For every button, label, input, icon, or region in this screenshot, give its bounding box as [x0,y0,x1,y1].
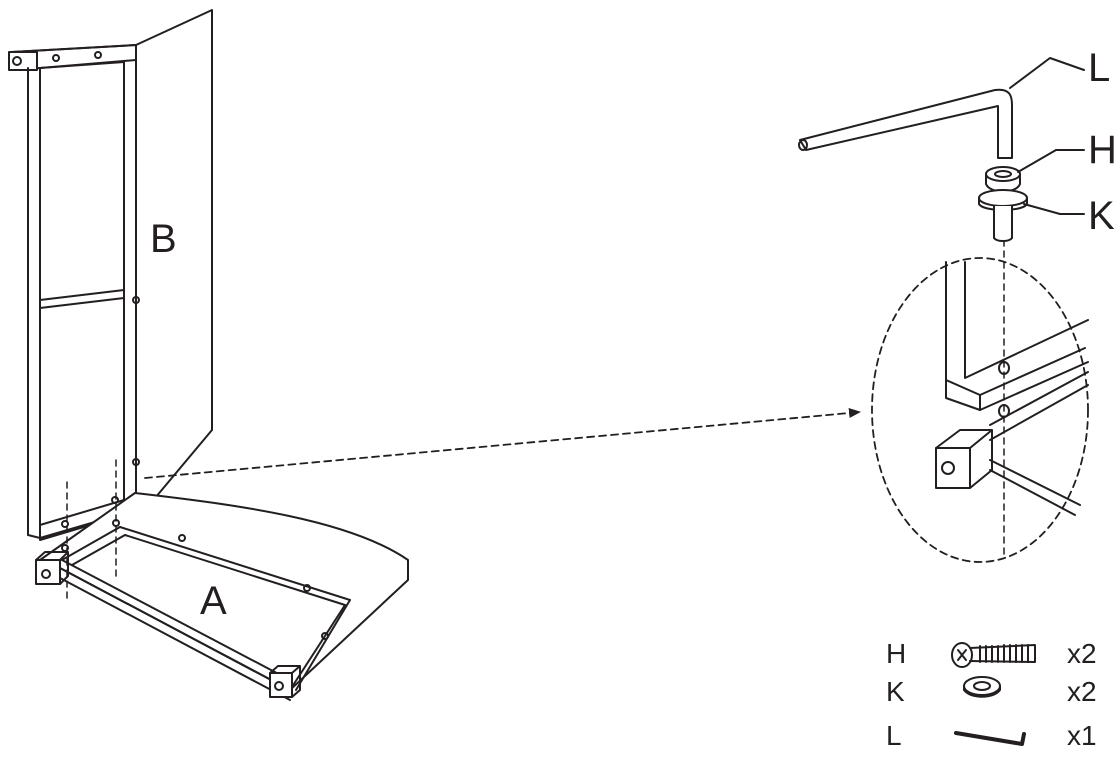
parts-list-qty: x2 [1067,676,1097,707]
parts-list-code: L [886,720,902,751]
panel-b-label: B [150,217,177,261]
parts-list-code: K [886,676,905,707]
detail-view [871,239,1089,563]
washer-icon [963,676,1001,698]
allen-key-icon [954,731,1026,746]
bolt-icon [951,642,1036,668]
parts-list-code: H [886,638,907,669]
parts-list-qty: x1 [1067,720,1097,751]
parts-list-qty: x2 [1067,638,1097,669]
washer [978,189,1085,242]
washer-label: K [1088,194,1115,238]
panel-a-label: A [200,579,227,623]
bolt-label: H [1088,128,1117,172]
allen-key [798,57,1085,159]
panel-a [35,492,409,701]
allen-key-label: L [1088,46,1111,90]
alignment-lines [66,459,117,601]
panel-b [8,9,213,541]
